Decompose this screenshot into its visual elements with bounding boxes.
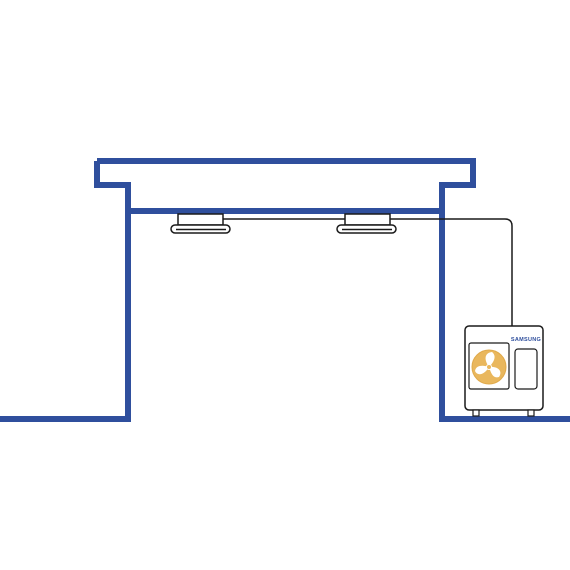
indoor-unit-left xyxy=(170,213,231,234)
indoor-unit-right-body xyxy=(344,213,391,226)
refrigerant-pipe xyxy=(223,218,513,326)
building-structure xyxy=(0,158,570,422)
outdoor-unit-brand-label: SAMSUNG xyxy=(511,337,541,343)
indoor-unit-right xyxy=(336,213,397,234)
fan-blade-3 xyxy=(475,365,489,375)
fan-hub xyxy=(486,364,492,370)
outdoor-unit-foot-left xyxy=(472,409,480,417)
left-ground-and-wall xyxy=(0,185,131,422)
indoor-unit-left-body xyxy=(177,213,224,226)
fan-blades xyxy=(475,352,501,378)
fan-icon xyxy=(471,349,507,385)
outdoor-unit-foot-right xyxy=(527,409,535,417)
fan-blade-1 xyxy=(485,352,495,367)
fan-blade-2 xyxy=(489,366,501,378)
outdoor-unit-side-panel xyxy=(514,348,538,390)
outdoor-unit: SAMSUNG xyxy=(464,325,544,417)
